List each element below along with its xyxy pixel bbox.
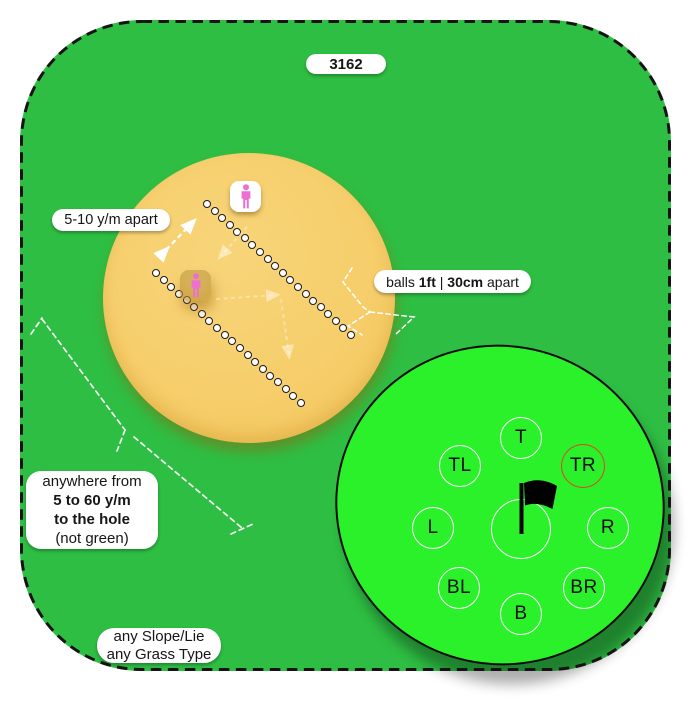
golf-ball — [263, 255, 272, 264]
hole-center-circle — [491, 499, 551, 559]
golf-ball — [297, 399, 305, 407]
ball-spacing-cm: 30cm — [447, 273, 484, 290]
golf-ball — [243, 351, 252, 360]
hole-position-TL: TL — [439, 445, 481, 487]
ball-spacing-sep: | — [435, 273, 448, 290]
golf-ball — [309, 296, 318, 305]
distance-line-4: (not green) — [55, 530, 129, 547]
distance-to-hole-label: anywhere from 5 to 60 y/m to the hole (n… — [26, 471, 158, 549]
hole-position-BL: BL — [438, 567, 480, 609]
ball-spacing-pre: balls — [386, 273, 419, 290]
drill-number: 3162 — [329, 55, 363, 73]
drill-number-badge: 3162 — [306, 54, 386, 74]
golf-ball — [225, 220, 234, 229]
conditions-line-1: any Slope/Lie — [113, 628, 205, 645]
distance-line-1: anywhere from — [42, 473, 142, 490]
golf-ball — [159, 275, 168, 284]
hole-position-T: T — [500, 417, 542, 459]
row-spacing-text: 5-10 y/m apart — [64, 212, 158, 228]
ball-spacing-post: apart — [483, 273, 519, 290]
golf-ball — [213, 323, 222, 332]
hole-position-label: T — [514, 427, 528, 448]
golf-ball — [258, 364, 267, 373]
golf-ball — [301, 289, 310, 298]
golf-ball — [218, 213, 227, 222]
hole-position-B: B — [500, 593, 542, 635]
distance-line-3: to the hole — [54, 511, 130, 528]
row-spacing-label: 5-10 y/m apart — [52, 209, 170, 231]
golf-ball — [167, 282, 176, 291]
hole-position-TR: TR — [561, 444, 605, 488]
player-marker — [180, 270, 211, 301]
golf-ball — [210, 206, 219, 215]
golf-ball — [331, 317, 340, 326]
hole-position-label: L — [427, 517, 439, 538]
person-icon — [241, 184, 250, 209]
ball-spacing-ft: 1ft — [418, 273, 436, 290]
hole-position-label: BL — [446, 577, 472, 598]
hole-position-label: BR — [570, 577, 598, 598]
hole-position-L: L — [412, 507, 454, 549]
golf-ball — [197, 310, 206, 319]
distance-line-2: 5 to 60 y/m — [53, 492, 131, 509]
golf-ball — [278, 268, 287, 277]
person-icon — [191, 273, 200, 298]
hole-position-label: B — [514, 603, 528, 624]
golf-ball — [220, 330, 229, 339]
conditions-line-2: any Grass Type — [106, 645, 212, 663]
hole-position-label: TR — [569, 455, 597, 476]
player-marker — [230, 181, 261, 212]
golf-ball — [347, 331, 355, 339]
ball-spacing-label: balls 1ft | 30cm apart — [374, 270, 531, 293]
hole-position-R: R — [587, 507, 629, 549]
hole-position-label: TL — [448, 455, 472, 476]
hole-position-BR: BR — [563, 567, 605, 609]
golf-ball — [293, 282, 302, 291]
golf-ball — [233, 227, 242, 236]
golf-ball — [203, 200, 211, 208]
golf-ball — [152, 269, 160, 277]
conditions-label: any Slope/Lie any Grass Type — [97, 628, 221, 663]
hole-position-label: R — [600, 517, 616, 538]
